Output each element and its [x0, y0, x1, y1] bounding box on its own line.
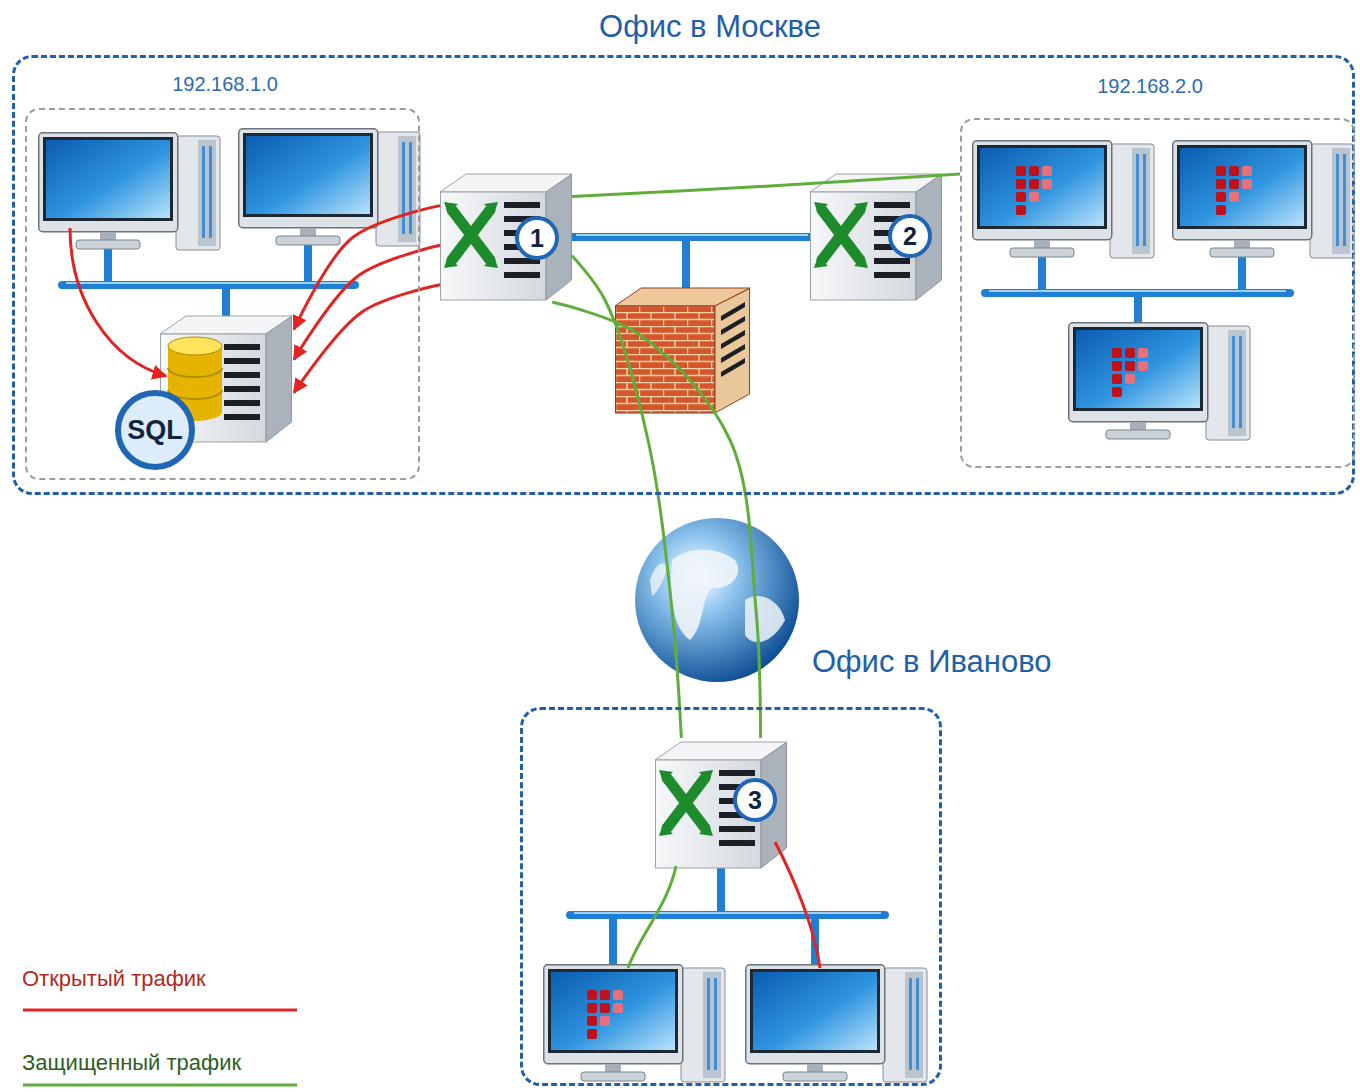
bus-highlight: [66, 235, 1286, 913]
callout-ring: [890, 216, 930, 256]
office-frame: Офис в Москве192.168.1.0SQL12192.168.2.0: [12, 55, 1355, 495]
legend-label: Открытый трафик: [22, 966, 206, 992]
callout-number: 1: [517, 218, 557, 258]
sql-badge-label: SQL: [118, 393, 192, 467]
callout-ring: [118, 393, 192, 467]
gateway-node: 2: [810, 170, 942, 302]
callout-number: 2: [890, 216, 930, 256]
protected-workstation: [1069, 323, 1250, 440]
subnet-label: 192.168.2.0: [1097, 74, 1203, 98]
gateway-node: 1: [440, 170, 572, 302]
workstation: [746, 965, 927, 1082]
open-traffic-wire: [70, 228, 166, 376]
protected-workstation: [973, 141, 1154, 258]
legend-line-sample: [22, 1006, 298, 1014]
secure-traffic-wire: [628, 866, 676, 968]
office-heading: Офис в Иваново: [812, 643, 1052, 680]
secure-traffic-line: [552, 302, 760, 738]
legend-entry: Защищенный трафик: [22, 1050, 241, 1076]
gateway-server: [810, 174, 942, 300]
gateway-server: [655, 742, 787, 868]
open-traffic-wire: [775, 842, 820, 968]
callout-ring: [517, 218, 557, 258]
workstation: [239, 129, 420, 246]
secure-traffic-line: [572, 174, 960, 196]
legend-line-sample: [22, 1081, 298, 1089]
sql-server: SQL: [112, 312, 294, 470]
legend-line: [23, 1009, 297, 1012]
legend-line: [23, 1084, 297, 1087]
workstation: [39, 133, 220, 250]
internet-globe: [635, 518, 799, 682]
protected-workstation: [1173, 141, 1354, 258]
office-frame: Офис в Иваново3: [520, 707, 942, 1086]
office-heading: Офис в Москве: [599, 8, 821, 45]
callout-ring: [735, 780, 775, 820]
legend-label: Защищенный трафик: [22, 1050, 241, 1076]
legend-entry: Открытый трафик: [22, 966, 206, 992]
protected-workstation: [544, 965, 725, 1082]
firewall: [615, 288, 750, 413]
lan-bus: [62, 237, 1290, 968]
subnet-label: 192.168.1.0: [172, 72, 278, 96]
gateway-server: [440, 174, 572, 300]
subnet-frame: 192.168.1.0SQL: [25, 108, 420, 480]
subnet-frame: 192.168.2.0: [960, 118, 1355, 468]
callout-number: 3: [735, 780, 775, 820]
gateway-node: 3: [655, 738, 787, 870]
